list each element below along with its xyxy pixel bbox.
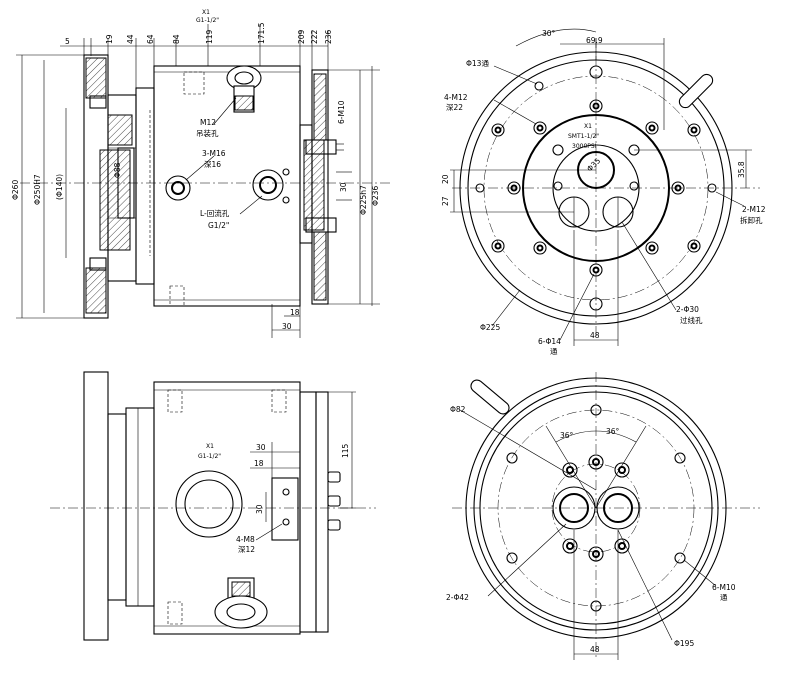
side-view	[50, 371, 376, 641]
rear-face-view	[452, 372, 760, 660]
dim-115: 115	[341, 443, 350, 458]
callout-m12: M12	[200, 118, 216, 127]
rear-face-dimensions: Φ82 36° 36° 2-Φ42 6-M10 通 Φ195 48	[446, 405, 736, 660]
callout-2d30: 2-Φ30	[676, 305, 699, 314]
dim-top-119: 119	[205, 29, 214, 44]
dim-69-9: 69.9	[586, 36, 603, 45]
callout-2m12: 2-M12	[742, 205, 766, 214]
callout-2d42: 2-Φ42	[446, 593, 469, 602]
front-face-view	[452, 38, 760, 338]
dim-d260: Φ260	[11, 180, 20, 200]
callout-d82: Φ82	[450, 405, 466, 414]
dim-d250h7: Φ250H7	[33, 174, 42, 205]
label-psi: 3000PSI	[572, 143, 597, 150]
dim-top-5: 5	[65, 37, 70, 46]
side-view-dimensions: X1 G1-1/2" 30 18 30 4-M8 深12 115	[198, 391, 356, 554]
callout-return-hole: L-回流孔	[200, 208, 230, 218]
dim-30-vertical: 30	[255, 504, 264, 514]
dim-d88: Φ88	[113, 162, 122, 178]
dim-top-64: 64	[146, 34, 155, 44]
callout-4m8: 4-M8	[236, 535, 255, 544]
callout-d195: Φ195	[674, 639, 694, 648]
front-section-dimensions: 5 19 44 64 84 119 171.5 209 222 236 X1 G…	[11, 9, 380, 338]
label-x1-side: X1	[206, 443, 214, 450]
dim-35-8: 35.8	[737, 161, 746, 178]
dim-top-84: 84	[172, 34, 181, 44]
callout-return-thread: G1/2"	[208, 221, 229, 230]
label-smt: SMT1-1/2"	[568, 133, 599, 140]
callout-3m16: 3-M16	[202, 149, 226, 158]
callout-2m12-remove: 拆卸孔	[740, 215, 763, 225]
rear-mount-holes	[506, 404, 686, 612]
dim-top-236: 236	[324, 29, 333, 44]
label-g1-top: G1-1/2"	[196, 17, 219, 24]
callout-6d14: 6-Φ14	[538, 337, 561, 346]
dim-30-deg: 30°	[542, 29, 556, 38]
dim-top-209: 209	[297, 29, 306, 44]
callout-4m12-depth: 深22	[446, 103, 463, 112]
label-g1-side: G1-1/2"	[198, 453, 221, 460]
dim-d140: (Φ140)	[55, 174, 64, 200]
callout-d13: Φ13通	[466, 58, 489, 68]
dim-27: 27	[441, 196, 450, 206]
dim-20: 20	[441, 174, 450, 184]
dim-top-44: 44	[126, 34, 135, 44]
front-section-view	[20, 54, 392, 319]
dim-36-deg-left: 36°	[560, 431, 574, 440]
dim-top-171-5: 171.5	[257, 22, 266, 44]
callout-d225: Φ225	[480, 323, 500, 332]
dim-top-222: 222	[310, 29, 319, 44]
callout-6d14-thru: 通	[550, 346, 558, 356]
dim-36-deg-right: 36°	[606, 427, 620, 436]
dim-top-19: 19	[105, 34, 114, 44]
callout-6m10: 6-M10	[712, 583, 736, 592]
callout-3m16-depth: 深16	[204, 160, 221, 169]
callout-4m8-depth: 深12	[238, 545, 255, 554]
dim-30-side: 30	[339, 182, 348, 192]
dim-30-bottom: 30	[282, 322, 292, 331]
dim-48-bottom: 48	[590, 645, 600, 654]
front-face-dimensions: 30° 69.9 Φ13通 4-M12 深22 X1 SMT1-1/2" 300…	[441, 28, 766, 356]
label-x1-top: X1	[202, 9, 210, 16]
dim-18-side-view: 18	[254, 459, 264, 468]
dim-30-side-view: 30	[256, 443, 266, 452]
dim-d236: Φ236	[371, 186, 380, 206]
outer-bolt-holes	[475, 65, 717, 311]
dim-d225h7: Φ225h7	[359, 185, 368, 215]
callout-m12-lift: 吊装孔	[196, 128, 219, 138]
dim-48-top: 48	[590, 331, 600, 340]
dim-d35: Φ35	[585, 156, 602, 173]
dim-6m10-side: 6-M10	[337, 100, 346, 124]
dim-18: 18	[290, 308, 300, 317]
callout-4m12: 4-M12	[444, 93, 468, 102]
callout-2d30-cable: 过线孔	[680, 315, 703, 325]
label-x1-face: X1	[584, 123, 592, 130]
inner-bolt-holes	[507, 99, 685, 277]
callout-6m10-thru: 通	[720, 592, 728, 602]
